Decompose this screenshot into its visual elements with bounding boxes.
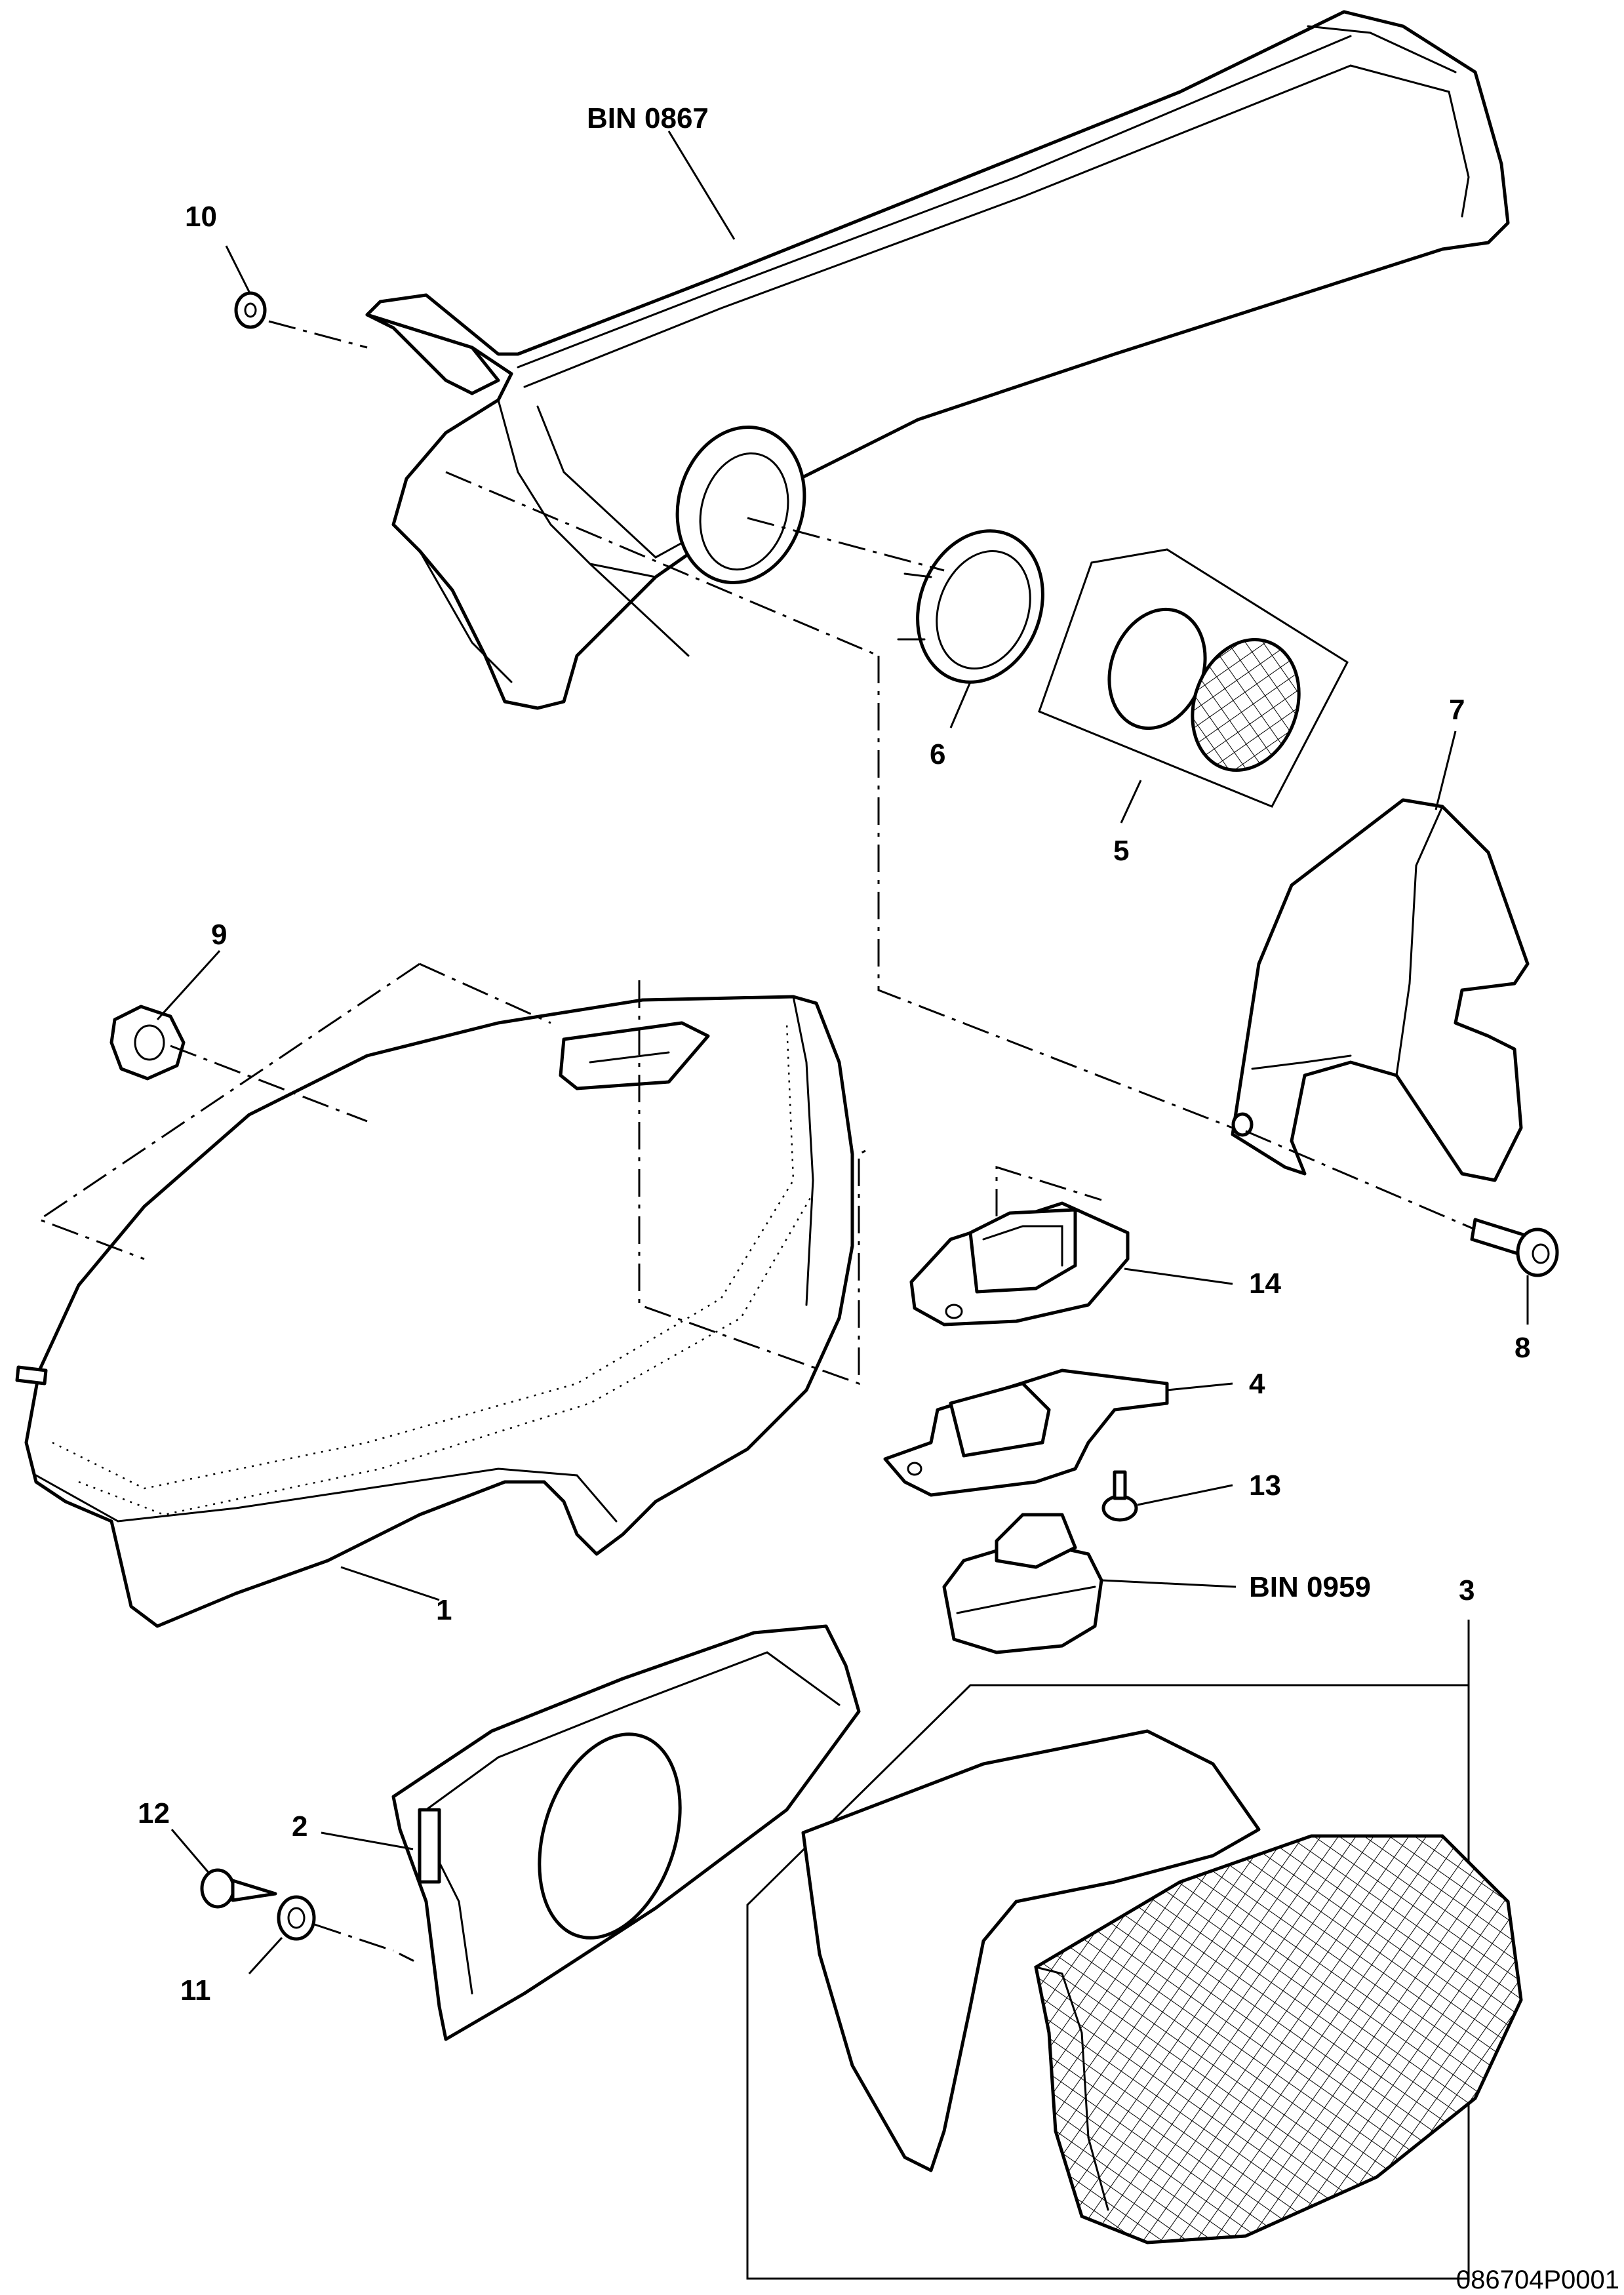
- leader-lines: [156, 130, 1529, 1975]
- part-14-switch-bezel: [909, 1201, 1130, 1327]
- callout-9: 9: [211, 919, 227, 951]
- part-1-armrest-trim: [15, 995, 854, 1628]
- part-5-speaker-grille-set: [1038, 548, 1349, 808]
- callout-6: 6: [930, 738, 945, 770]
- callout-bin-switch: BIN 0959: [1249, 1571, 1371, 1603]
- callout-bin-upper: BIN 0867: [587, 102, 709, 134]
- callout-2: 2: [292, 1810, 307, 1843]
- part-4-mounting-bracket: [883, 1368, 1169, 1497]
- part-7-bracket-cover: [1231, 798, 1530, 1182]
- upper-trim-panel: [365, 10, 1510, 710]
- part-3-speaker-grille-panel: [746, 1684, 1523, 2280]
- callout-14: 14: [1249, 1267, 1281, 1300]
- window-switch: [942, 1513, 1103, 1654]
- callout-7: 7: [1449, 694, 1465, 726]
- callout-11: 11: [180, 1974, 211, 2006]
- part-2-lower-panel: [391, 1624, 861, 2041]
- part-6-vent-ring: [897, 529, 1044, 684]
- callout-10: 10: [185, 201, 217, 233]
- callout-labels: BIN 0867 10 6 5 7 9 14 8 4 13 BIN 0959 3…: [138, 102, 1619, 2294]
- callout-8: 8: [1515, 1332, 1530, 1364]
- callout-13: 13: [1249, 1469, 1281, 1502]
- callout-3: 3: [1459, 1574, 1475, 1606]
- part-8-bolt: [1470, 1218, 1559, 1277]
- callout-1: 1: [436, 1594, 452, 1626]
- callout-12: 12: [138, 1797, 170, 1829]
- callout-4: 4: [1249, 1368, 1265, 1400]
- assembly-lines: [37, 320, 1476, 1952]
- part-9-nut: [109, 1005, 186, 1081]
- part-11-grommet: [277, 1895, 316, 1941]
- callout-5: 5: [1113, 835, 1129, 867]
- drawing-number: 086704P0001: [1456, 2265, 1619, 2294]
- part-13-screw: [1101, 1470, 1138, 1522]
- part-12-tapping-screw: [200, 1868, 277, 1909]
- part-10-washer: [234, 291, 267, 329]
